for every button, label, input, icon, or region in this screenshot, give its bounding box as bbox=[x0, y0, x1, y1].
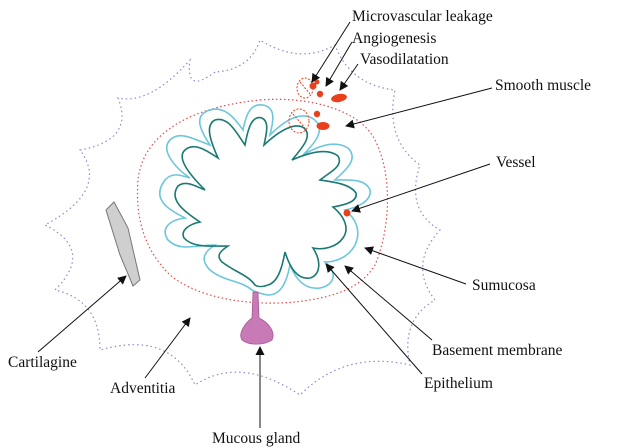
label-angiogenesis: Angiogenesis bbox=[352, 30, 436, 47]
label-cartilagine: Cartilagine bbox=[8, 354, 77, 371]
vessel-cluster-upper bbox=[297, 78, 348, 103]
label-submucosa: Sumucosa bbox=[472, 277, 536, 294]
label-smooth-muscle: Smooth muscle bbox=[495, 77, 591, 94]
label-adventitia: Adventitia bbox=[110, 380, 176, 397]
mucous-gland bbox=[241, 292, 273, 344]
vessel-cluster-lower bbox=[289, 109, 330, 133]
submucosa-boundary bbox=[137, 99, 387, 303]
label-microvascular-leakage: Microvascular leakage bbox=[352, 8, 493, 25]
adventitia-boundary bbox=[45, 40, 440, 395]
vessel-dot bbox=[344, 210, 351, 217]
label-vessel: Vessel bbox=[496, 154, 536, 171]
cartilage-plate bbox=[106, 202, 140, 286]
label-mucous-gland: Mucous gland bbox=[212, 430, 301, 447]
basement-membrane bbox=[160, 105, 370, 295]
label-vasodilatation: Vasodilatation bbox=[360, 51, 449, 68]
label-basement-membrane: Basement membrane bbox=[432, 342, 563, 359]
label-epithelium: Epithelium bbox=[424, 375, 493, 392]
callout-arrows bbox=[38, 22, 492, 428]
